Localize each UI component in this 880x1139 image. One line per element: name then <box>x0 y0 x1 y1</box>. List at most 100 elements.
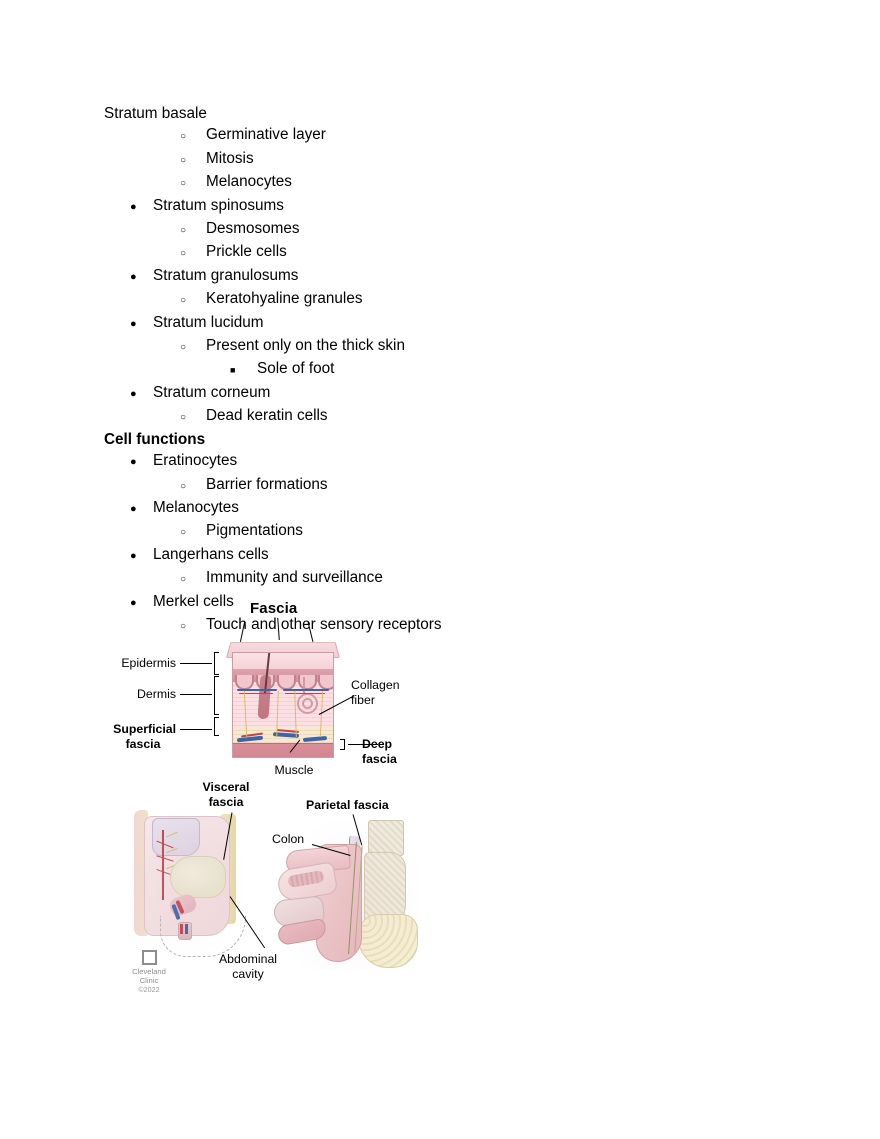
collagen-fiber-label-line2: fiber <box>351 693 375 707</box>
outline-item: Stratum corneum <box>104 382 804 405</box>
body-contour-shadow <box>128 806 246 956</box>
outline-item: Melanocytes <box>104 497 804 520</box>
cleveland-clinic-credit: Cleveland Clinic ©2022 <box>119 950 179 995</box>
outline-item-label: Cell functions <box>104 430 206 448</box>
list-bullet-icon <box>180 474 206 497</box>
dermis-bracket <box>214 676 215 714</box>
outline-item: Prickle cells <box>104 241 804 264</box>
epidermis-leader-line <box>180 663 212 664</box>
colon-label: Colon <box>272 832 305 846</box>
visceral-fascia-label-line1: Visceral <box>202 780 250 794</box>
epidermis-upper-layer <box>233 653 333 669</box>
skin-cross-section-diagram <box>226 617 340 758</box>
figure-title: Fascia <box>250 600 298 617</box>
outline-list: Stratum basaleGerminative layerMitosisMe… <box>104 103 804 637</box>
dermis-bracket-top <box>214 676 219 677</box>
deep-fascia-bracket <box>344 739 345 749</box>
superficial-fascia-leader-line <box>180 729 212 730</box>
outline-item: Stratum basale <box>104 103 804 124</box>
outline-item: Merkel cells <box>104 591 804 614</box>
epidermis-label: Epidermis <box>121 656 176 670</box>
epidermis-bracket <box>214 652 215 674</box>
sweat-duct <box>303 677 305 695</box>
deep-fascia-label-line2: fascia <box>362 752 397 766</box>
list-bullet-icon <box>180 567 206 590</box>
muscle-layer <box>233 743 333 757</box>
adipose-tissue <box>358 914 418 968</box>
outline-item: Melanocytes <box>104 171 804 194</box>
sweat-gland <box>297 693 318 714</box>
outline-item: Germinative layer <box>104 124 804 147</box>
abdominal-cross-section-illustration <box>126 804 250 964</box>
outline-item-label: Pigmentations <box>206 522 303 540</box>
list-bullet-icon <box>130 312 153 335</box>
outline-item-label: Barrier formations <box>206 475 328 493</box>
list-bullet-icon <box>130 195 153 218</box>
sacrum-bone <box>368 820 404 856</box>
illustration-shadow <box>272 818 420 970</box>
outline-item: Dead keratin cells <box>104 405 804 428</box>
superficial-fascia-bracket-top <box>214 717 219 718</box>
list-bullet-icon <box>180 405 206 428</box>
superficial-fascia-bracket-bottom <box>214 735 219 736</box>
artery-vessel <box>239 693 273 694</box>
outline-item-label: Melanocytes <box>153 498 239 516</box>
outline-item-label: Mitosis <box>206 149 254 167</box>
list-bullet-icon <box>130 450 153 473</box>
outline-item-label: Desmosomes <box>206 220 300 238</box>
outline-item: Immunity and surveillance <box>104 567 804 590</box>
artery-vessel <box>285 693 325 694</box>
outline-item-label: Stratum lucidum <box>153 313 264 331</box>
outline-item: Keratohyaline granules <box>104 288 804 311</box>
list-bullet-icon <box>130 382 153 405</box>
outline-item: Mitosis <box>104 148 804 171</box>
credit-copyright: ©2022 <box>138 985 160 995</box>
list-bullet-icon <box>230 358 257 381</box>
list-bullet-icon <box>130 544 153 567</box>
dermis-leader-line <box>180 694 212 695</box>
outline-item-label: Stratum basale <box>104 105 207 122</box>
superficial-fascia-bracket <box>214 717 215 735</box>
outline-item: Present only on the thick skin <box>104 335 804 358</box>
visceral-fascia-label-line2: fascia <box>208 795 244 809</box>
list-bullet-icon <box>180 171 206 194</box>
outline-item: Touch and other sensory receptors <box>104 614 804 637</box>
collagen-fiber-label-line1: Collagen <box>351 678 400 692</box>
hair-icon <box>307 622 314 642</box>
credit-name-line2: Clinic <box>139 976 159 986</box>
outline-item: Sole of foot <box>104 358 804 381</box>
hair-icon <box>239 622 246 642</box>
list-bullet-icon <box>180 335 206 358</box>
cleveland-clinic-logo-icon <box>141 950 157 965</box>
superficial-fascia-label-line1: Superficial <box>113 722 176 736</box>
list-bullet-icon <box>180 241 206 264</box>
outline-item-label: Stratum corneum <box>153 383 271 401</box>
superficial-fascia-label-line2: fascia <box>125 737 161 751</box>
list-bullet-icon <box>180 520 206 543</box>
abdominal-cavity-label-line1: Abdominal <box>218 952 278 966</box>
list-bullet-icon <box>180 288 206 311</box>
outline-item: Desmosomes <box>104 218 804 241</box>
list-bullet-icon <box>180 124 206 147</box>
outline-item-label: Present only on the thick skin <box>206 337 405 355</box>
epidermis-bracket-top <box>214 652 219 653</box>
outline-item-label: Touch and other sensory receptors <box>206 615 442 633</box>
muscle-label: Muscle <box>274 763 314 777</box>
outline-item-label: Melanocytes <box>206 173 292 191</box>
epidermis-bracket-bottom <box>214 674 219 675</box>
dermal-papillae <box>233 675 333 690</box>
outline-item: Langerhans cells <box>104 544 804 567</box>
outline-item-label: Stratum spinosums <box>153 196 284 214</box>
fascia-figure: Fascia <box>104 596 564 996</box>
outline-item-label: Prickle cells <box>206 243 287 261</box>
list-bullet-icon <box>180 148 206 171</box>
abdominal-cavity-label-line2: cavity <box>232 967 264 981</box>
outline-item-label: Sole of foot <box>257 360 335 378</box>
outline-item: Barrier formations <box>104 474 804 497</box>
outline-item-label: Merkel cells <box>153 592 234 610</box>
list-bullet-icon <box>180 218 206 241</box>
hair-icon <box>277 617 280 641</box>
outline-item-label: Langerhans cells <box>153 545 269 563</box>
deep-fascia-leader-line <box>348 744 378 745</box>
